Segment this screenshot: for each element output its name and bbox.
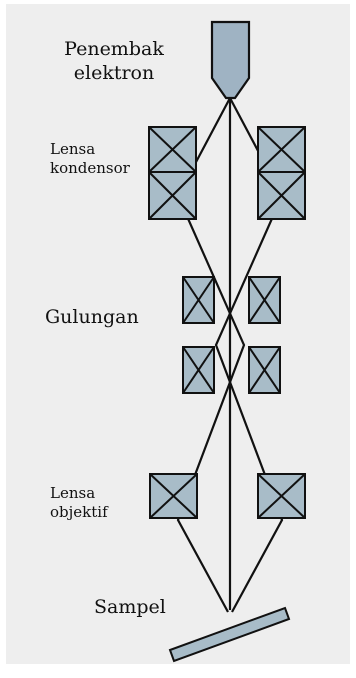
objective-lens-label: Lensa objektif bbox=[50, 484, 108, 522]
coil-lower-right bbox=[248, 346, 281, 394]
objective-lens-label-line2: objektif bbox=[50, 502, 108, 521]
objective-lens-right bbox=[257, 473, 306, 519]
coil-upper-right bbox=[248, 276, 281, 324]
objective-lens-left bbox=[149, 473, 198, 519]
coil-lower-left bbox=[182, 346, 215, 394]
condenser-lens-right bbox=[257, 126, 306, 220]
objective-lens-label-line1: Lensa bbox=[50, 484, 96, 502]
condenser-lens-left bbox=[148, 126, 197, 220]
electron-gun-label-line1: Penembak bbox=[64, 38, 164, 60]
diagram-background bbox=[6, 4, 350, 664]
condenser-lens-label-line2: kondensor bbox=[50, 158, 130, 177]
condenser-lens-label: Lensa kondensor bbox=[50, 140, 130, 178]
electron-gun-label-line2: elektron bbox=[73, 61, 155, 84]
sample-plate bbox=[168, 606, 291, 663]
electron-gun bbox=[210, 20, 251, 100]
coils-label: Gulungan bbox=[45, 306, 139, 328]
coil-upper-left bbox=[182, 276, 215, 324]
electron-gun-label: Penembak elektron bbox=[59, 38, 169, 86]
condenser-lens-label-line1: Lensa bbox=[50, 140, 96, 158]
sample-label: Sampel bbox=[94, 596, 166, 618]
